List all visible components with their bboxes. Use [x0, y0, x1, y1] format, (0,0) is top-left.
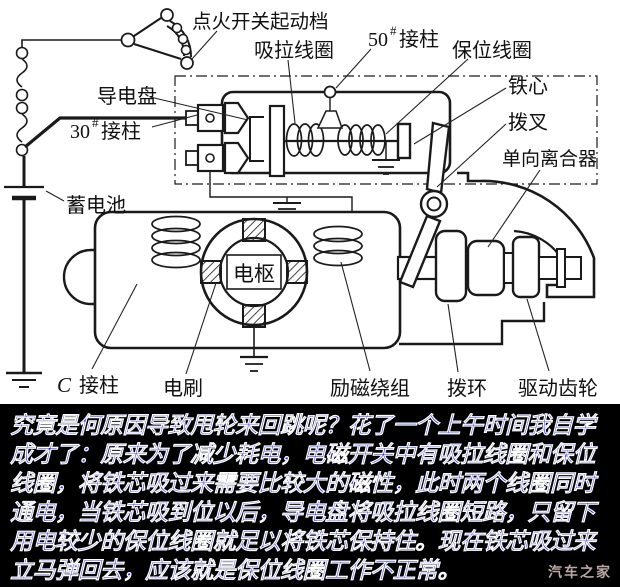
starter-diagram: 点火开关起动档 吸拉线圈 50 # 接柱 保位线圈 铁心 拨叉 单向离合器 导电… [4, 8, 598, 400]
battery-circuit [4, 39, 186, 388]
label-terminal-50-num: 50 [368, 29, 388, 51]
brush-top [242, 218, 266, 242]
label-conductive-plate: 导电盘 [97, 85, 157, 108]
autohome-watermark: 汽车之家 [548, 564, 612, 580]
caption-panel: 究竟是何原因导致甩轮来回跳呢？花了一个上午时间我自学 成才了：原来为了减少耗电，… [0, 404, 620, 587]
solenoid-terminals [185, 101, 353, 228]
armature-label-box [226, 254, 282, 290]
label-shift-fork: 拨叉 [508, 111, 548, 134]
terminal-30-wire [23, 116, 186, 149]
solenoid-boundary [174, 75, 598, 185]
label-hold-in-coil: 保位线圈 [452, 39, 532, 62]
label-field-winding: 励磁绕组 [330, 377, 410, 400]
shift-collar-part [434, 229, 468, 303]
c-terminal-boss [62, 248, 95, 306]
caption-line: 成才了：原来为了减少耗电，电磁开关中有吸拉线圈和保位 [9, 440, 596, 467]
label-drive-gear: 驱动齿轮 [518, 377, 598, 400]
label-terminal-30-num: 30 [70, 121, 90, 143]
brush-right [286, 260, 308, 284]
label-terminal-c-rest: 接柱 [79, 374, 119, 397]
label-terminal-50-hash: # [390, 23, 397, 38]
label-shift-collar: 拨环 [447, 377, 487, 400]
pull-in-coil [285, 123, 303, 157]
iron-core-plunger [396, 122, 412, 160]
brush-left [200, 260, 222, 284]
caption-line: 用电较少的保位线圈就足以将铁芯保持住。现在铁芯吸过来 [9, 527, 596, 554]
field-coil-left [151, 215, 201, 233]
caption-line: 线圈，将铁芯吸过来需要比较大的磁性，此时两个线圈同时 [9, 469, 596, 496]
label-terminal-c-letter: C [57, 373, 72, 397]
terminal-50-post [323, 85, 337, 99]
label-terminal-50-rest: 接柱 [399, 28, 439, 51]
drive-assembly [396, 171, 596, 346]
caption-line: 通电，当铁芯吸到位以后，导电盘将吸拉线圈短路，只留下 [9, 498, 596, 525]
motor-assembly [62, 210, 402, 372]
caption-line: 究竟是何原因导致甩轮来回跳呢？花了一个上午时间我自学 [9, 411, 596, 438]
field-coil-right [313, 225, 363, 243]
label-one-way-clutch: 单向离合器 [502, 148, 597, 170]
label-battery: 蓄电池 [66, 194, 126, 217]
ignition-switch-symbol [120, 8, 194, 70]
leader-lines [45, 30, 550, 375]
label-armature: 电枢 [233, 262, 275, 286]
label-pull-in-coil: 吸拉线圈 [254, 39, 334, 62]
frame-bottom [399, 302, 546, 346]
conductive-disc [268, 104, 286, 178]
starter-diagram-canvas: 点火开关起动档 吸拉线圈 50 # 接柱 保位线圈 铁心 拨叉 单向离合器 导电… [4, 8, 598, 400]
caption-line: 立马弹回去，应该就是保位线圈工作不正常。 [9, 556, 461, 583]
drive-gear-part [511, 235, 541, 299]
one-way-clutch-part [466, 239, 506, 297]
label-terminal-30-rest: 接柱 [101, 120, 141, 143]
label-iron-core: 铁心 [508, 75, 548, 98]
hold-in-coil [337, 124, 353, 156]
label-terminal-30-hash: # [92, 115, 99, 130]
label-brush: 电刷 [163, 377, 203, 400]
brush-bottom [242, 304, 266, 328]
solenoid-coils [249, 85, 412, 178]
label-ignition-switch: 点火开关起动档 [192, 11, 329, 33]
nose-bracket [457, 171, 596, 299]
